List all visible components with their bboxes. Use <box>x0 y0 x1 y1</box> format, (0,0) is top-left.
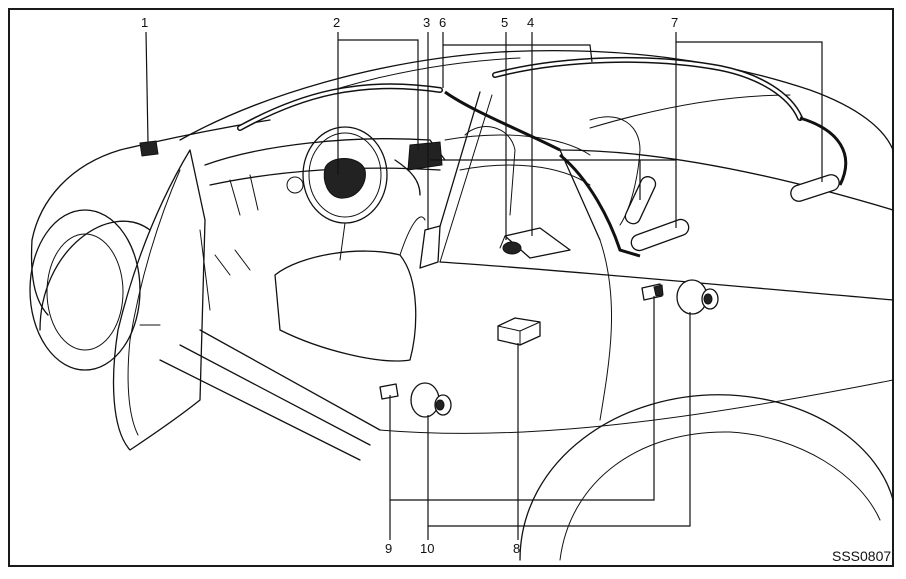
passenger-airbag <box>394 141 443 196</box>
seatbelt-pretensioners <box>410 279 719 418</box>
inflator-cylinders <box>624 174 840 252</box>
figure-code: SSS0807 <box>832 548 891 564</box>
callout-3: 3 <box>423 15 430 30</box>
satellite-sensors <box>379 283 664 400</box>
callout-10: 10 <box>420 541 434 556</box>
front-crash-sensor <box>139 140 159 157</box>
open-door <box>112 149 211 451</box>
callout-5: 5 <box>501 15 508 30</box>
callout-4: 4 <box>527 15 534 30</box>
leader-lines <box>145 31 823 540</box>
callout-1: 1 <box>141 15 148 30</box>
airbag-control-unit <box>497 317 541 346</box>
car-body <box>29 49 894 561</box>
callout-8: 8 <box>513 541 520 556</box>
callout-9: 9 <box>385 541 392 556</box>
callout-7: 7 <box>671 15 678 30</box>
curtain-airbag <box>237 56 848 258</box>
callout-6: 6 <box>439 15 446 30</box>
callout-2: 2 <box>333 15 340 30</box>
side-airbag-modules <box>419 225 571 269</box>
